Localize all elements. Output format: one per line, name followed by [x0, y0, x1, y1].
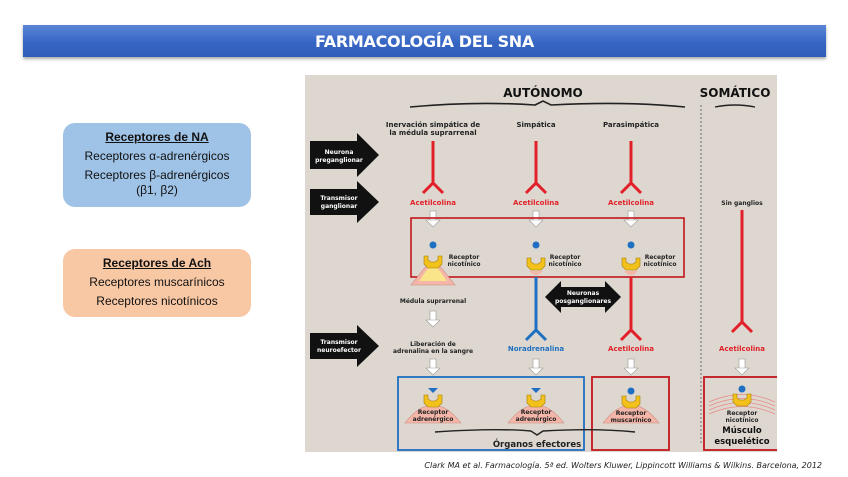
- postganglionic-neuron-simpatica: [524, 277, 548, 342]
- arrow-down-icon: [528, 210, 544, 228]
- organos-efectores-label: Órganos efectores: [493, 438, 581, 450]
- noradrenalina-label: Noradrenalina: [508, 345, 565, 353]
- na-card-heading: Receptores de NA: [105, 130, 209, 144]
- autonomo-brace: [409, 100, 686, 108]
- arrow-down-icon: [528, 358, 544, 376]
- ach-molecule-icon: [627, 387, 635, 395]
- acetilcolina-parasimpatica-label: Acetilcolina: [608, 345, 654, 353]
- preganglionic-neuron-medula: [421, 141, 445, 195]
- ach-card-line: Receptores nicotínicos: [96, 294, 218, 308]
- na-receptors-card: Receptores de NA Receptores α-adrenérgic…: [63, 123, 251, 207]
- postganglionic-neuron-parasimpatica: [619, 277, 643, 342]
- arrow-down-icon: [425, 358, 441, 376]
- medula-gland-core: [419, 267, 447, 281]
- title-banner: FARMACOLOGÍA DEL SNA: [23, 25, 826, 57]
- na-molecule-icon: [428, 388, 438, 393]
- arrow-down-icon: [623, 210, 639, 228]
- sns-diagram: AUTÓNOMO SOMÁTICO Inervación simpática d…: [305, 75, 783, 452]
- ach-molecule-icon: [429, 241, 437, 249]
- medula-suprarrenal-label: Médula suprarrenal: [400, 298, 466, 305]
- ach-label-simpatica: Acetilcolina: [513, 199, 559, 207]
- na-card-line: Receptores α-adrenérgicos: [84, 149, 230, 163]
- preganglionic-neuron-parasimpatica: [619, 141, 643, 195]
- ach-card-heading: Receptores de Ach: [102, 256, 212, 270]
- autonomo-heading: AUTÓNOMO: [503, 85, 582, 100]
- cell-body: [624, 271, 638, 275]
- col-simpatica-heading: Simpática: [516, 121, 555, 129]
- nicotinic-receptor-icon: [732, 393, 752, 407]
- organos-brace: [434, 429, 636, 436]
- ach-molecule-icon: [532, 241, 540, 249]
- somatic-neuron: [730, 210, 754, 334]
- acetilcolina-somatica-label: Acetilcolina: [719, 345, 765, 353]
- nicotinic-receptor-icon: [621, 257, 641, 271]
- na-molecule-icon: [531, 388, 541, 393]
- muscarinic-receptor-icon: [621, 395, 641, 409]
- ach-card-line: Receptores muscarínicos: [89, 275, 225, 289]
- ach-molecule-icon: [627, 241, 635, 249]
- page-title: FARMACOLOGÍA DEL SNA: [315, 31, 534, 51]
- cell-body: [529, 271, 543, 275]
- ach-label-medula: Acetilcolina: [410, 199, 456, 207]
- na-card-subtypes: (β1, β2): [136, 183, 178, 197]
- adrenergic-effectors-box: [397, 376, 585, 451]
- citation: Clark MA et al. Farmacología. 5ª ed. Wol…: [424, 461, 822, 470]
- arrow-down-icon: [425, 210, 441, 228]
- ach-receptors-card: Receptores de Ach Receptores muscarínico…: [63, 249, 251, 317]
- ach-label-parasimpatica: Acetilcolina: [608, 199, 654, 207]
- adrenergic-receptor-icon: [423, 394, 443, 408]
- ganglion-highlight-box: [410, 217, 685, 278]
- na-card-line: Receptores β-adrenérgicos: [84, 168, 230, 182]
- arrow-down-icon: [623, 358, 639, 376]
- somatico-brace: [714, 104, 756, 108]
- sin-ganglios-label: Sin ganglios: [721, 200, 763, 207]
- somatico-heading: SOMÁTICO: [700, 85, 771, 100]
- preganglionic-neuron-simpatica: [524, 141, 548, 195]
- muscarinic-effector-box: [591, 376, 670, 451]
- nicotinic-receptor-icon: [526, 257, 546, 271]
- arrow-down-icon: [734, 358, 750, 376]
- nicotinic-receptor-icon: [423, 255, 443, 269]
- arrow-down-icon: [425, 310, 441, 328]
- ach-molecule-icon: [738, 385, 746, 393]
- adrenergic-receptor-icon: [526, 394, 546, 408]
- col-parasimpatica-heading: Parasimpática: [603, 121, 659, 129]
